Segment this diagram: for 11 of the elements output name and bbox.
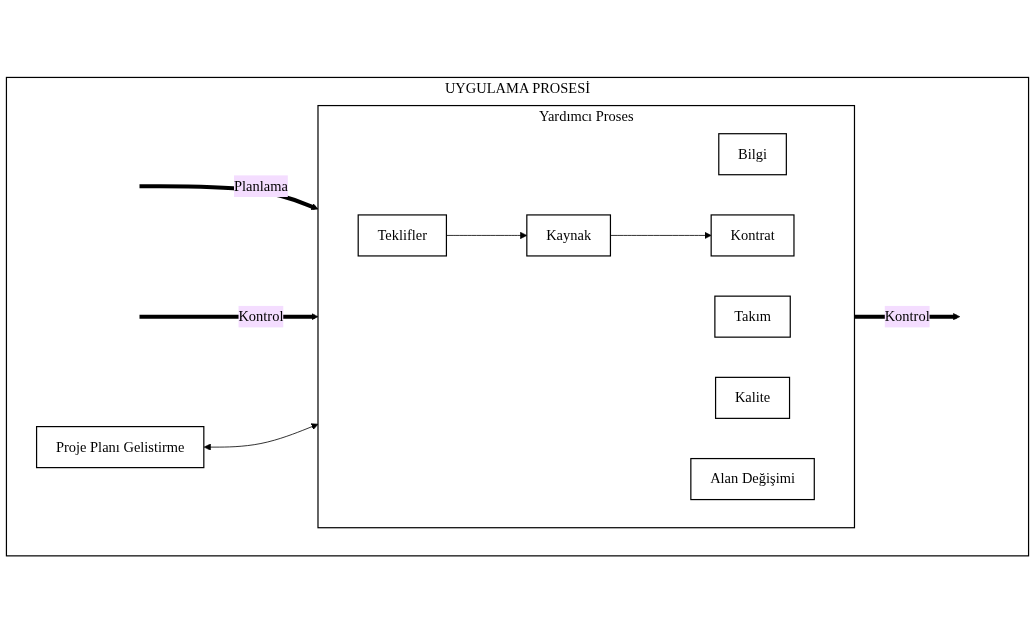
node-box: Proje Planı Gelistirme [36,425,205,469]
node-box: Kalite [714,376,791,419]
edge-label: Kontrol [238,308,284,325]
edge-label: Planlama [233,177,288,194]
edge-label: Kontrol [884,308,930,325]
node-box: Kontrat [710,214,795,257]
node-box: Kaynak [526,214,612,257]
node-box: Bilgi [718,132,787,176]
node-box: Alan Değişimi [690,457,815,501]
node-box: Teklifler [357,214,448,257]
node-box: Takım [714,295,791,338]
